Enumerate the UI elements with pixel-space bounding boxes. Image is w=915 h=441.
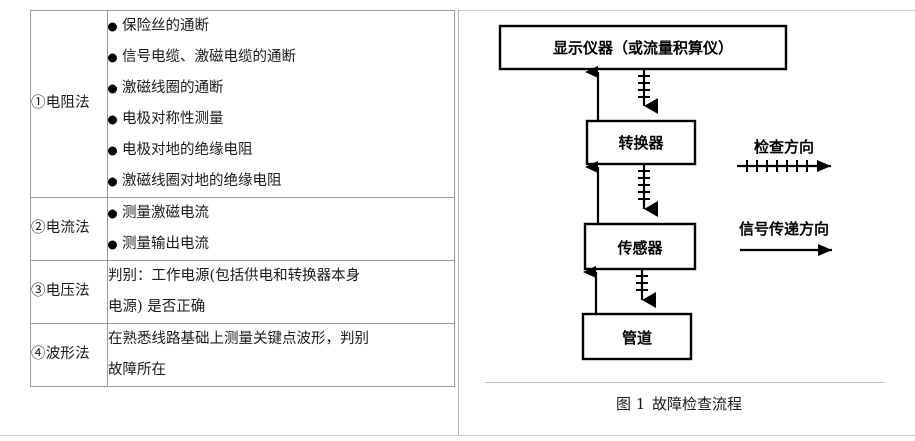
bullet-dot-icon bbox=[108, 22, 117, 31]
figure-caption-text: 故障检查流程 bbox=[652, 395, 743, 413]
figure-caption: 图 1 故障检查流程 bbox=[459, 393, 899, 414]
detail-line: 在熟悉线路基础上测量关键点波形，判别 bbox=[108, 331, 369, 347]
list-item-label: 保险丝的通断 bbox=[122, 18, 209, 34]
method-details-cell: 保险丝的通断 信号电缆、激磁电缆的通断 激磁线圈的通断 电极对称性测量 电极对地… bbox=[107, 10, 455, 198]
list-item: 测量输出电流 bbox=[108, 229, 454, 260]
fault-inspection-flow-diagram: 显示仪器（或流量积算仪） 转换器 bbox=[498, 24, 832, 361]
list-item: 信号电缆、激磁电缆的通断 bbox=[108, 42, 454, 73]
list-item-label: 电极对地的绝缘电阻 bbox=[122, 142, 253, 158]
flow-box-converter: 转换器 bbox=[585, 119, 697, 166]
flow-box-display: 显示仪器（或流量积算仪） bbox=[498, 24, 788, 71]
bullet-dot-icon bbox=[108, 146, 117, 155]
bullet-dot-icon bbox=[108, 177, 117, 186]
table-row: ①电阻法 保险丝的通断 信号电缆、激磁电缆的通断 激磁线圈的通断 电极对称性测量… bbox=[30, 10, 455, 198]
bullet-dot-icon bbox=[108, 84, 117, 93]
arrow-down-display-to-converter bbox=[638, 70, 658, 114]
bullet-dot-icon bbox=[108, 209, 117, 218]
method-details-cell: 判别：工作电源(包括供电和转换器本身 电源) 是否正确 bbox=[107, 260, 455, 324]
list-item-label: 测量输出电流 bbox=[122, 236, 209, 252]
list-item-label: 激磁线圈的通断 bbox=[122, 80, 224, 96]
list-item-label: 信号电缆、激磁电缆的通断 bbox=[122, 49, 296, 65]
list-item: 测量激磁电流 bbox=[108, 198, 454, 229]
method-name-cell: ④波形法 bbox=[30, 323, 108, 387]
method-details-cell: 在熟悉线路基础上测量关键点波形，判别 故障所在 bbox=[107, 323, 455, 387]
flow-box-sensor-label: 传感器 bbox=[616, 239, 663, 257]
page-bottom-rule bbox=[0, 435, 915, 436]
flow-box-display-label: 显示仪器（或流量积算仪） bbox=[553, 39, 733, 57]
list-item: 电极对称性测量 bbox=[108, 104, 454, 135]
detail-line: 故障所在 bbox=[108, 362, 166, 378]
arrow-down-sensor-to-pipe bbox=[636, 270, 656, 308]
legend-signal-direction-label: 信号传递方向 bbox=[739, 220, 829, 238]
list-item-label: 激磁线圈对地的绝缘电阻 bbox=[122, 173, 282, 189]
fault-method-table-panel: ①电阻法 保险丝的通断 信号电缆、激磁电缆的通断 激磁线圈的通断 电极对称性测量… bbox=[30, 10, 455, 387]
detail-line: 判别：工作电源(包括供电和转换器本身 bbox=[108, 268, 361, 284]
bullet-dot-icon bbox=[108, 53, 117, 62]
flow-box-pipe-label: 管道 bbox=[622, 329, 652, 347]
bullet-dot-icon bbox=[108, 115, 117, 124]
figure-caption-number: 图 1 bbox=[615, 395, 646, 413]
page-top-rule bbox=[458, 10, 915, 11]
list-item: 激磁线圈对地的绝缘电阻 bbox=[108, 166, 454, 197]
flow-box-pipe: 管道 bbox=[581, 312, 693, 361]
list-item: 保险丝的通断 bbox=[108, 11, 454, 42]
list-item: 激磁线圈的通断 bbox=[108, 73, 454, 104]
method-name-cell: ③电压法 bbox=[30, 260, 108, 324]
legend-inspection-direction: 检查方向 bbox=[737, 138, 831, 172]
arrow-down-converter-to-sensor bbox=[638, 165, 658, 217]
list-item: 电极对地的绝缘电阻 bbox=[108, 135, 454, 166]
table-row: ③电压法 判别：工作电源(包括供电和转换器本身 电源) 是否正确 bbox=[30, 260, 455, 324]
flow-figure-panel: 显示仪器（或流量积算仪） 转换器 bbox=[459, 0, 915, 441]
list-item-label: 测量激磁电流 bbox=[122, 205, 209, 221]
legend-inspection-direction-label: 检查方向 bbox=[754, 138, 814, 156]
bullet-list: 测量激磁电流 测量输出电流 bbox=[108, 198, 454, 260]
bullet-list: 保险丝的通断 信号电缆、激磁电缆的通断 激磁线圈的通断 电极对称性测量 电极对地… bbox=[108, 11, 454, 197]
figure-caption-rule bbox=[485, 382, 885, 383]
table-row: ②电流法 测量激磁电流 测量输出电流 bbox=[30, 197, 455, 261]
flow-box-sensor: 传感器 bbox=[583, 222, 697, 271]
ticked-arrow-icon bbox=[737, 160, 831, 172]
flow-box-converter-label: 转换器 bbox=[618, 134, 664, 152]
fault-detection-method-table: ①电阻法 保险丝的通断 信号电缆、激磁电缆的通断 激磁线圈的通断 电极对称性测量… bbox=[30, 10, 455, 387]
bullet-dot-icon bbox=[108, 240, 117, 249]
table-row: ④波形法 在熟悉线路基础上测量关键点波形，判别 故障所在 bbox=[30, 323, 455, 387]
panel-divider bbox=[458, 10, 459, 435]
method-details-cell: 测量激磁电流 测量输出电流 bbox=[107, 197, 455, 261]
method-name-cell: ②电流法 bbox=[30, 197, 108, 261]
detail-line: 电源) 是否正确 bbox=[108, 299, 206, 315]
legend-signal-direction: 信号传递方向 bbox=[739, 220, 832, 256]
list-item-label: 电极对称性测量 bbox=[122, 111, 224, 127]
method-name-cell: ①电阻法 bbox=[30, 10, 108, 198]
